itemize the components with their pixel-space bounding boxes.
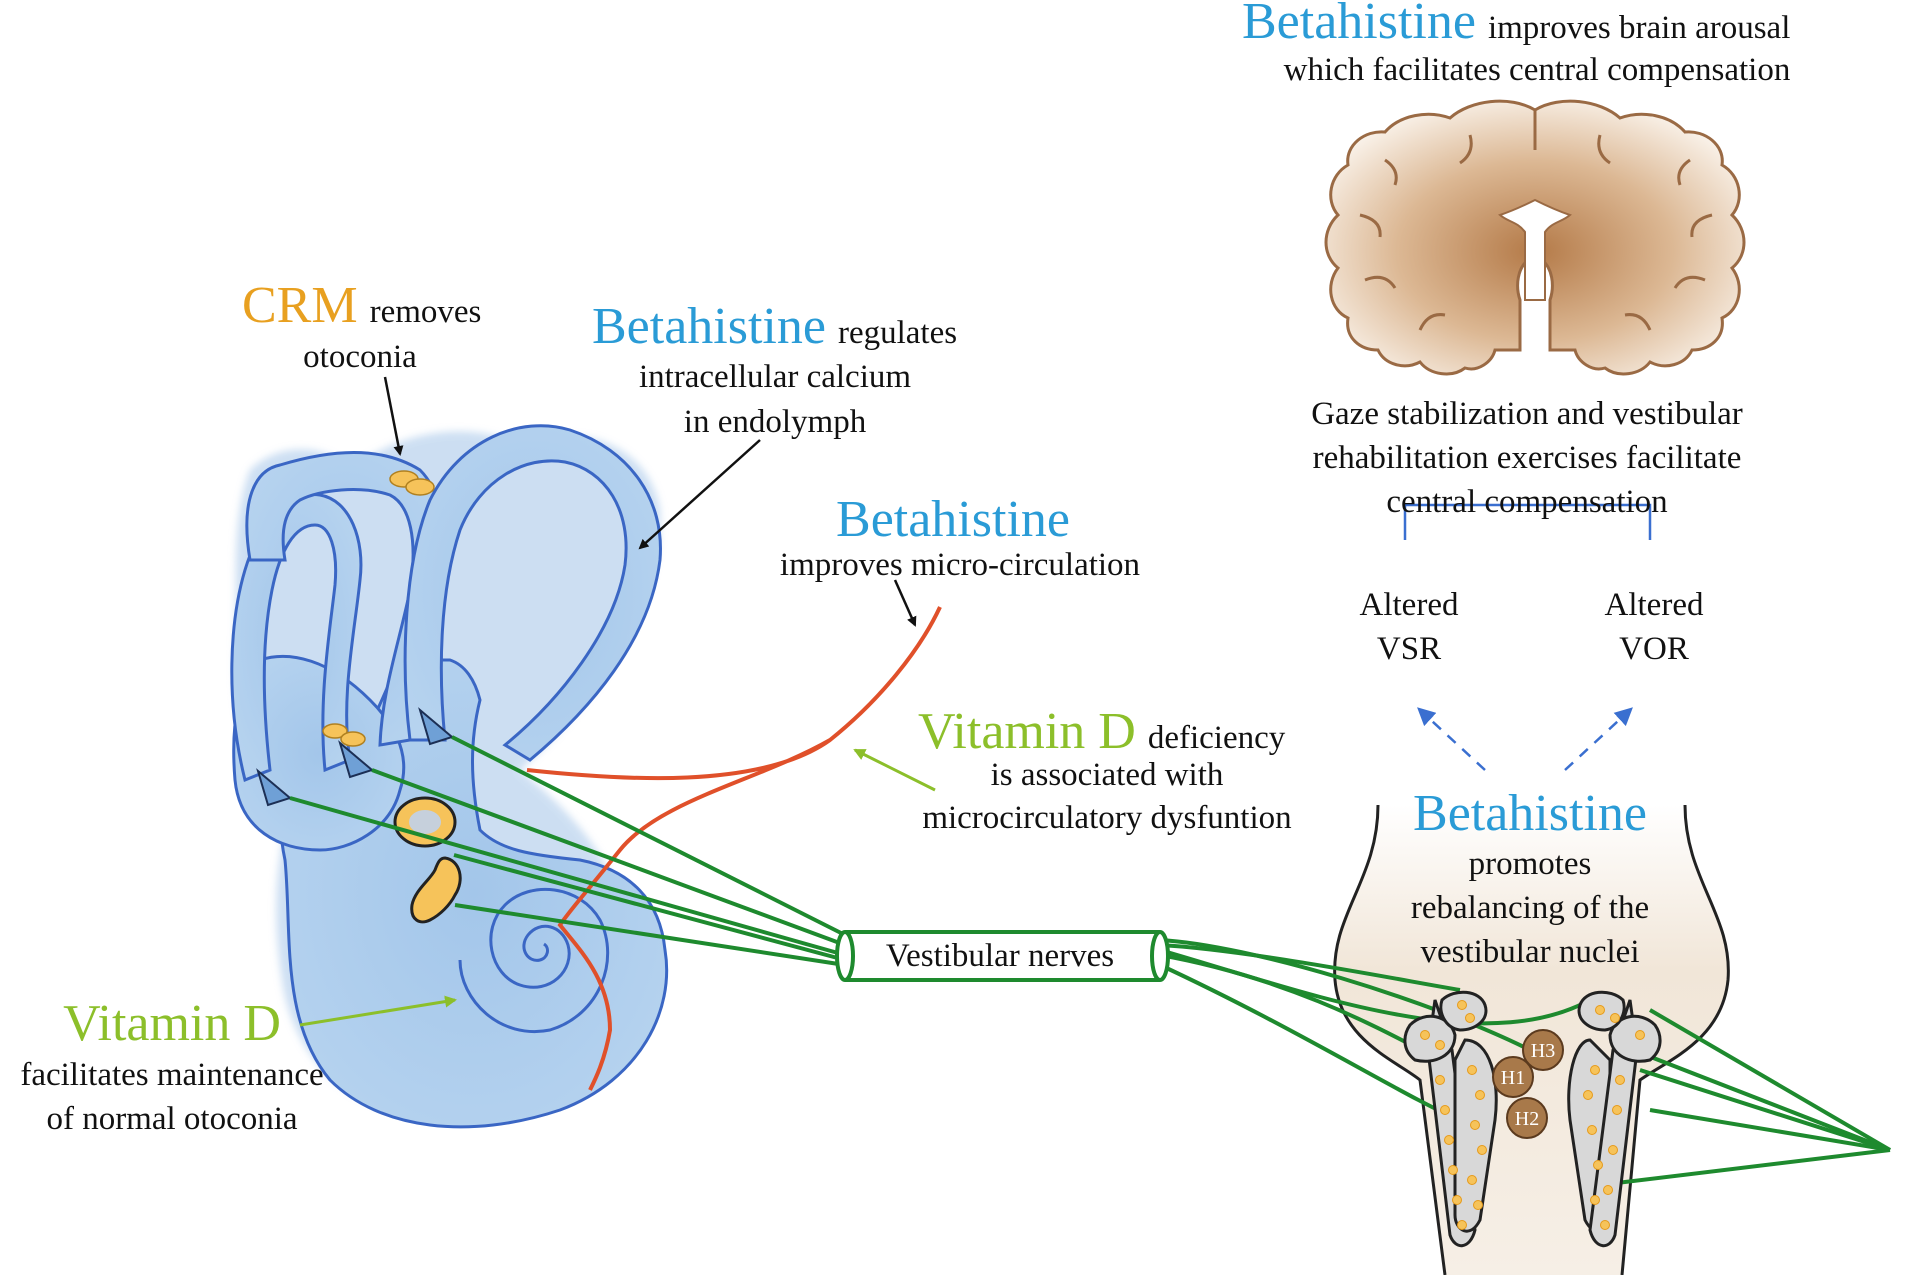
gaze-caption-line3: central compensation (1386, 484, 1667, 520)
h2-receptor (1506, 1097, 1548, 1139)
brain-coronal-section (1324, 99, 1746, 376)
vestibular-nerves-label: Vestibular nerves (886, 938, 1114, 974)
calcium-drug-name: Betahistine (592, 298, 826, 355)
vsr-label-line2: VSR (1377, 631, 1441, 667)
h2-label: H2 (1515, 1108, 1539, 1130)
micro-caption: improves micro-circulation (780, 547, 1140, 583)
pointer-arrows (299, 376, 1652, 1027)
nuclei-caption-line2: promotes (1469, 846, 1592, 882)
vitd-deficiency-line1: deficiency (1148, 720, 1286, 756)
vor-label-line2: VOR (1619, 631, 1689, 667)
blood-vessel (526, 606, 942, 1091)
crm-caption-line2: otoconia (303, 339, 417, 375)
h3-receptor (1522, 1029, 1564, 1071)
calcium-caption-line1: regulates (838, 315, 957, 351)
h3-label: H3 (1531, 1040, 1555, 1062)
brain-arousal-caption: Betahistine improves brain arousal (1242, 0, 1790, 50)
h1-label: H1 (1501, 1067, 1525, 1089)
crm-name: CRM (242, 277, 358, 334)
calcium-caption-line2: intracellular calcium (639, 359, 911, 395)
brain-caption-line1: improves brain arousal (1488, 10, 1790, 46)
calcium-caption: Betahistine regulates (592, 298, 957, 355)
vestibular-nerve-fibers (289, 735, 1892, 1187)
brain-caption-line2: which facilitates central compensation (1284, 52, 1791, 88)
vitd-otoconia-name: Vitamin D (63, 995, 281, 1052)
vitd-otoconia-line3: of normal otoconia (46, 1101, 297, 1137)
brain-drug-name: Betahistine (1242, 0, 1476, 50)
nuclei-drug-name: Betahistine (1413, 785, 1647, 842)
crm-caption: CRM removes (242, 277, 481, 334)
h1-receptor (1492, 1056, 1534, 1098)
gaze-caption-line2: rehabilitation exercises facilitate (1313, 440, 1742, 476)
vitd-deficiency-line3: microcirculatory dysfuntion (922, 800, 1291, 836)
vitd-deficiency-caption: Vitamin D deficiency (918, 703, 1286, 760)
nuclei-caption-line4: vestibular nuclei (1420, 934, 1639, 970)
vestibular-nuclei (1403, 990, 1662, 1248)
micro-drug-name: Betahistine (836, 491, 1070, 548)
vsr-label-line1: Altered (1360, 587, 1459, 623)
calcium-caption-line3: in endolymph (684, 404, 867, 440)
crm-caption-line1: removes (370, 294, 482, 330)
vitd-deficiency-line2: is associated with (991, 757, 1224, 793)
vitd-otoconia-line2: facilitates maintenance (20, 1057, 323, 1093)
vor-label-line1: Altered (1605, 587, 1704, 623)
vitd-deficiency-name: Vitamin D (918, 703, 1136, 760)
gaze-caption-line1: Gaze stabilization and vestibular (1311, 396, 1743, 432)
vestibular-nerve-bundle (835, 930, 1170, 982)
histamine-receptors: H3 H1 H2 (1492, 1029, 1564, 1139)
inner-ear-labyrinth (230, 424, 669, 1129)
nuclei-caption-line3: rebalancing of the (1411, 890, 1649, 926)
